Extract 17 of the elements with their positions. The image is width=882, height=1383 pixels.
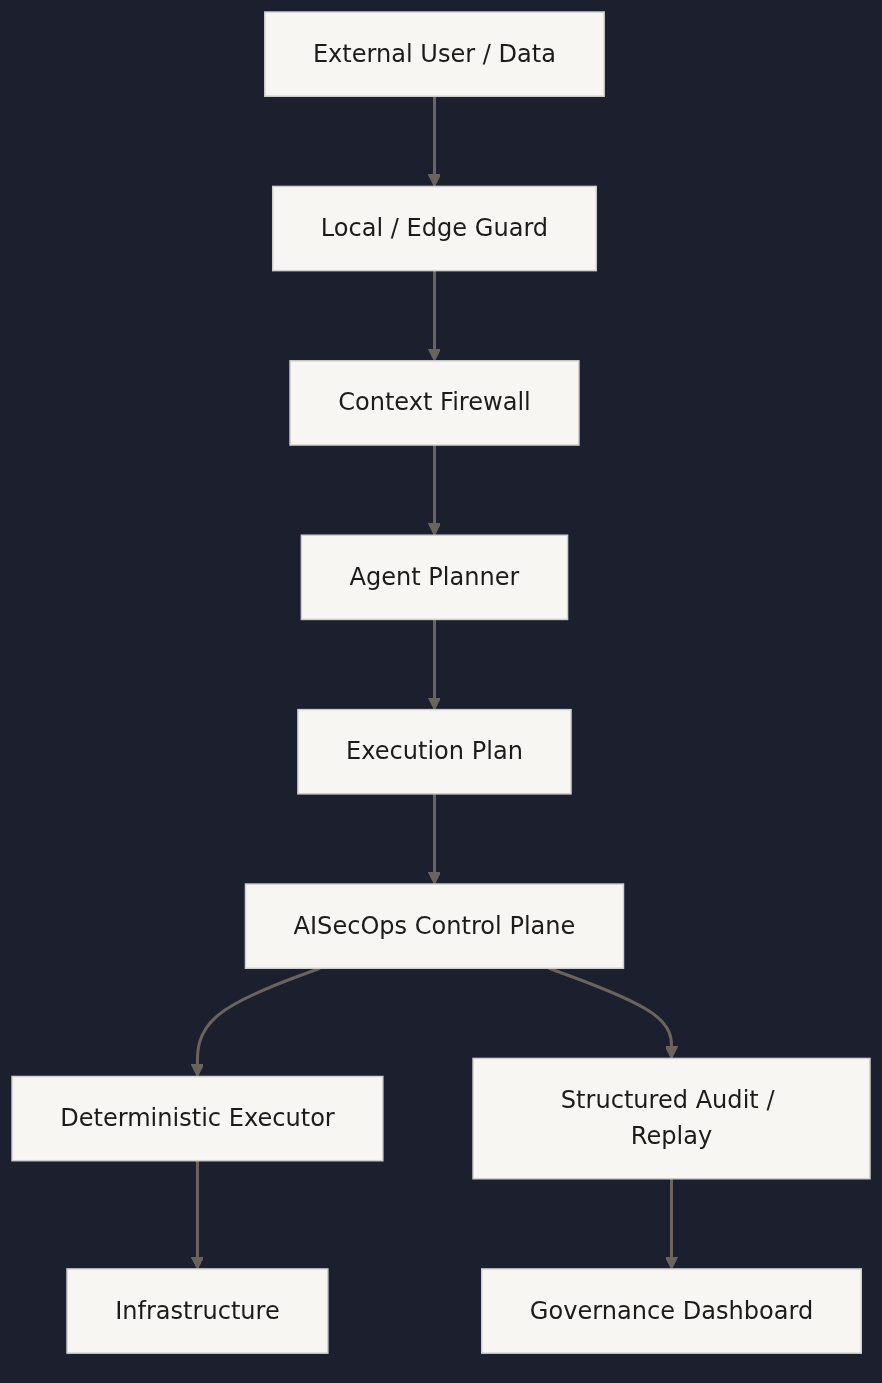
node-box: Local / Edge Guard <box>271 185 597 272</box>
arrow <box>427 619 442 711</box>
node-box: AISecOps Control Plane <box>244 883 625 969</box>
node-box: Structured Audit / Replay <box>472 1057 871 1180</box>
node-box: Deterministic Executor <box>11 1075 384 1162</box>
arrow <box>427 793 442 885</box>
node-box: Infrastructure <box>66 1268 329 1354</box>
node-box: Agent Planner <box>300 534 569 621</box>
node-box: Governance Dashboard <box>481 1268 862 1354</box>
arrow <box>427 96 442 188</box>
arrow <box>427 270 442 362</box>
arrow <box>664 1178 679 1270</box>
node-box: External User / Data <box>264 11 605 97</box>
node-box: Context Firewall <box>289 360 580 446</box>
arrow <box>427 445 442 536</box>
arrow <box>190 1160 205 1270</box>
node-box: Execution Plan <box>297 708 572 795</box>
